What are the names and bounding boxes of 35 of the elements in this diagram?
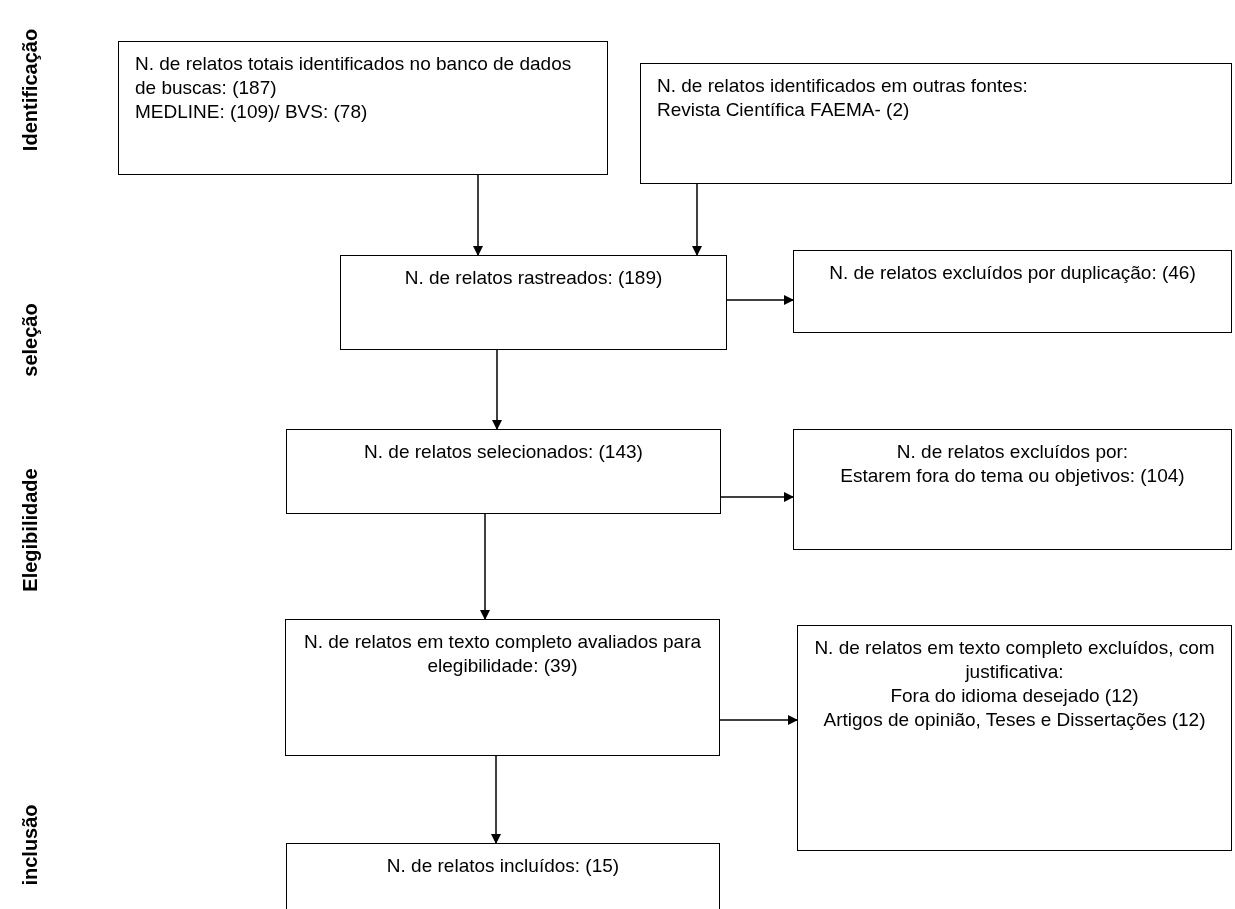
box-text: Artigos de opinião, Teses e Dissertações (12): [823, 708, 1206, 732]
box-text: N. de relatos excluídos por:: [896, 440, 1129, 464]
box-text: N. de relatos excluídos por duplicação: (46): [829, 261, 1196, 285]
box-text: N. de relatos em texto completo excluídos, com justificativa:: [814, 636, 1215, 684]
process-box: [340, 255, 727, 350]
arrow: [480, 513, 490, 620]
process-box: [285, 619, 720, 756]
stage-label: seleção: [18, 303, 42, 377]
box-text: N. de relatos selecionados: (143): [364, 440, 643, 464]
process-box: [286, 429, 721, 514]
box-text: N. de relatos rastreados: (189): [404, 266, 663, 290]
arrow: [726, 295, 794, 305]
arrow: [492, 349, 502, 430]
process-box: [286, 843, 720, 909]
box-text: N. de relatos totais identificados no banco de dados de buscas: (187): [135, 52, 573, 100]
stage-label: Identificação: [18, 28, 42, 152]
box-text: Fora do idioma desejado (12): [890, 684, 1139, 708]
box-text: Revista Científica FAEMA- (2): [657, 98, 911, 122]
process-box: [793, 250, 1232, 333]
arrow: [719, 715, 798, 725]
stage-label: inclusão: [18, 804, 42, 886]
stage-label: Elegibilidade: [18, 468, 42, 592]
process-box: [797, 625, 1232, 851]
box-text: N. de relatos incluídos: (15): [386, 854, 620, 878]
box-text: N. de relatos em texto completo avaliados para elegibilidade: (39): [302, 630, 703, 678]
process-box: [793, 429, 1232, 550]
arrow: [491, 755, 501, 844]
arrow: [473, 174, 483, 256]
box-text: MEDLINE: (109)/ BVS: (78): [135, 100, 368, 124]
arrow: [692, 183, 702, 256]
box-text: N. de relatos identificados em outras fontes:: [657, 74, 1029, 98]
process-box: [640, 63, 1232, 184]
arrow: [720, 492, 794, 502]
process-box: [118, 41, 608, 175]
box-text: Estarem fora do tema ou objetivos: (104): [840, 464, 1185, 488]
